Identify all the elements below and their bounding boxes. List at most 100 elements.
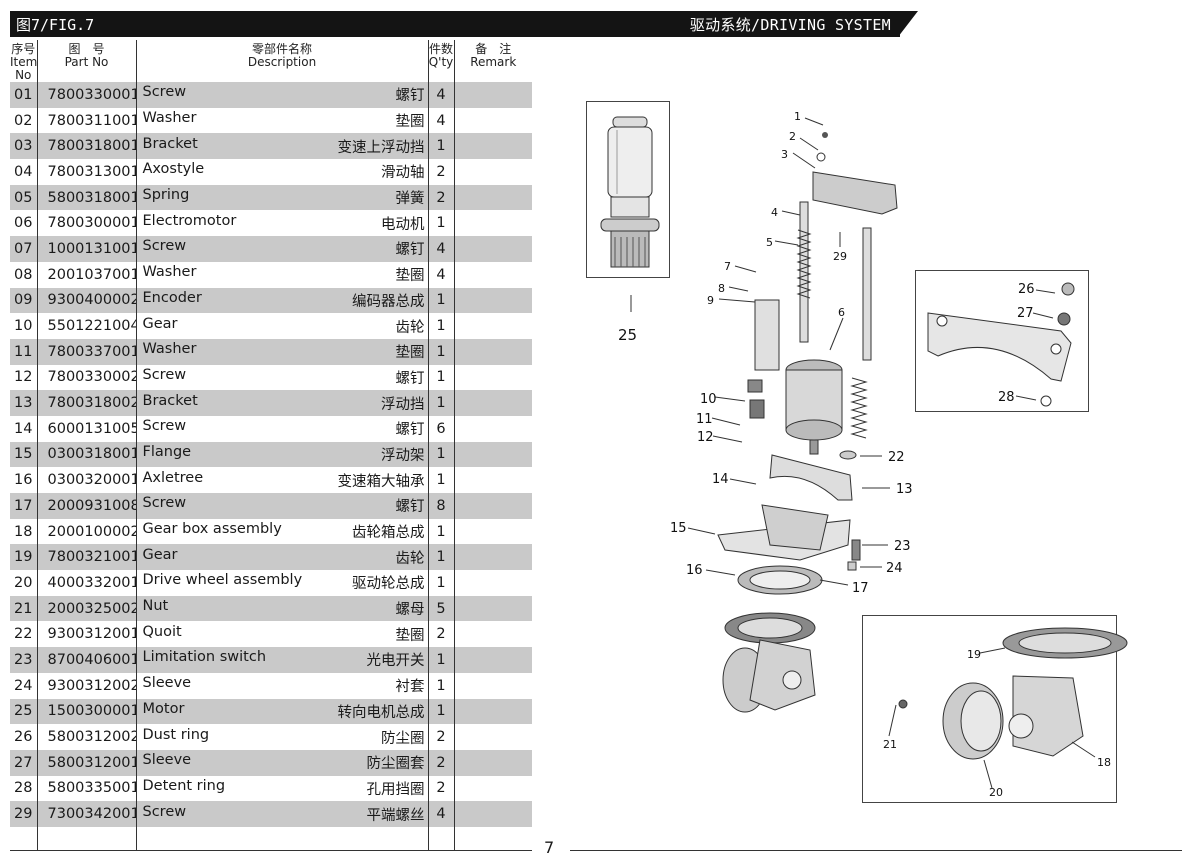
remark-cell xyxy=(454,82,532,108)
page-number: 7 xyxy=(544,838,555,857)
qty-cell: 4 xyxy=(427,261,455,288)
item-no-cell: 26 xyxy=(14,729,33,746)
qty-cell: 5 xyxy=(427,595,455,622)
item-no-cell: 21 xyxy=(10,595,37,622)
part-no-cell: 6000131005 xyxy=(36,415,136,442)
description-en: Drive wheel assembly xyxy=(142,572,303,589)
description-cn: 螺钉 xyxy=(395,499,425,516)
header-bar-tip xyxy=(898,11,918,37)
part-no-cell: 8700406001 xyxy=(36,647,136,673)
part-no-cell: 5501221004 xyxy=(36,313,136,339)
description-cn: 螺钉 xyxy=(395,370,425,387)
qty-cell: 1 xyxy=(427,133,455,160)
qty-cell: 1 xyxy=(427,338,455,365)
qty-cell: 1 xyxy=(427,390,455,416)
item-no-cell: 09 xyxy=(10,287,37,314)
description-cell: Washer 垫圈 xyxy=(135,261,428,288)
description-cn: 平端螺丝 xyxy=(366,807,425,824)
remark-cell xyxy=(454,184,532,211)
qty-cell: 1 xyxy=(427,672,455,699)
description-cn: 螺钉 xyxy=(395,242,425,259)
part-no-cell: 7800330001 xyxy=(36,82,136,108)
part-no-cell: 7800311001 xyxy=(36,107,136,134)
remark-cell xyxy=(454,133,532,160)
description-en: Flange xyxy=(142,443,192,460)
qty-cell: 4 xyxy=(427,236,455,262)
item-no-cell: 08 xyxy=(14,266,33,283)
steering-motor-inset xyxy=(586,101,670,278)
description-cn: 驱动轮总成 xyxy=(352,576,425,593)
item-no-cell: 19 xyxy=(10,544,37,571)
description-en: Washer xyxy=(142,110,197,127)
remark-cell xyxy=(454,647,532,673)
description-en: Dust ring xyxy=(142,726,210,743)
description-cn: 浮动架 xyxy=(381,447,425,464)
description-en: Limitation switch xyxy=(142,649,267,666)
description-cn: 衬套 xyxy=(395,679,425,696)
part-no-cell: 7800313001 xyxy=(36,159,136,185)
item-no-cell: 05 xyxy=(10,184,37,211)
description-en: Electromotor xyxy=(142,212,237,229)
callout-label: 22 xyxy=(888,450,905,465)
part-no-cell: 7800300001 xyxy=(36,210,136,237)
description-cn: 滑动轴 xyxy=(381,165,425,182)
qty-cell: 1 xyxy=(427,698,455,725)
description-en: Motor xyxy=(142,700,185,717)
item-no-cell: 12 xyxy=(14,369,33,386)
qty-cell: 4 xyxy=(427,82,455,108)
part-no-cell: 9300400002 xyxy=(36,287,136,314)
remark-cell xyxy=(454,287,532,314)
description-cn: 变速箱大轴承 xyxy=(337,473,425,490)
item-no-cell: 28 xyxy=(14,780,33,797)
description-en: Spring xyxy=(142,187,190,204)
description-en: Washer xyxy=(142,264,197,281)
description-cn: 变速上浮动挡 xyxy=(337,139,425,156)
bracket-drawing xyxy=(927,282,1075,407)
part-no-cell: 7800330002 xyxy=(36,364,136,391)
callout-label: 27 xyxy=(1017,306,1034,321)
item-no-cell: 02 xyxy=(14,112,33,129)
qty-cell: 1 xyxy=(427,287,455,314)
item-no-cell: 27 xyxy=(10,749,37,776)
part-no-cell: 9300312001 xyxy=(36,621,136,648)
description-en: Screw xyxy=(142,418,187,435)
description-en: Screw xyxy=(142,84,187,101)
part-no-cell: 2001037001 xyxy=(36,261,136,288)
description-cn: 孔用挡圈 xyxy=(366,781,425,798)
part-no-cell: 1000131001 xyxy=(36,236,136,262)
part-no-cell: 7300342001 xyxy=(36,801,136,827)
description-cn: 弹簧 xyxy=(395,191,425,208)
footer-rule-left xyxy=(10,850,532,851)
description-cell: Drive wheel assembly 驱动轮总成 xyxy=(135,570,428,596)
item-no-cell: 11 xyxy=(10,338,37,365)
description-cn: 垫圈 xyxy=(395,268,425,285)
wheel-inset xyxy=(862,615,1128,803)
part-no-cell: 4000332001 xyxy=(36,570,136,596)
part-no-cell: 1500300001 xyxy=(36,698,136,725)
